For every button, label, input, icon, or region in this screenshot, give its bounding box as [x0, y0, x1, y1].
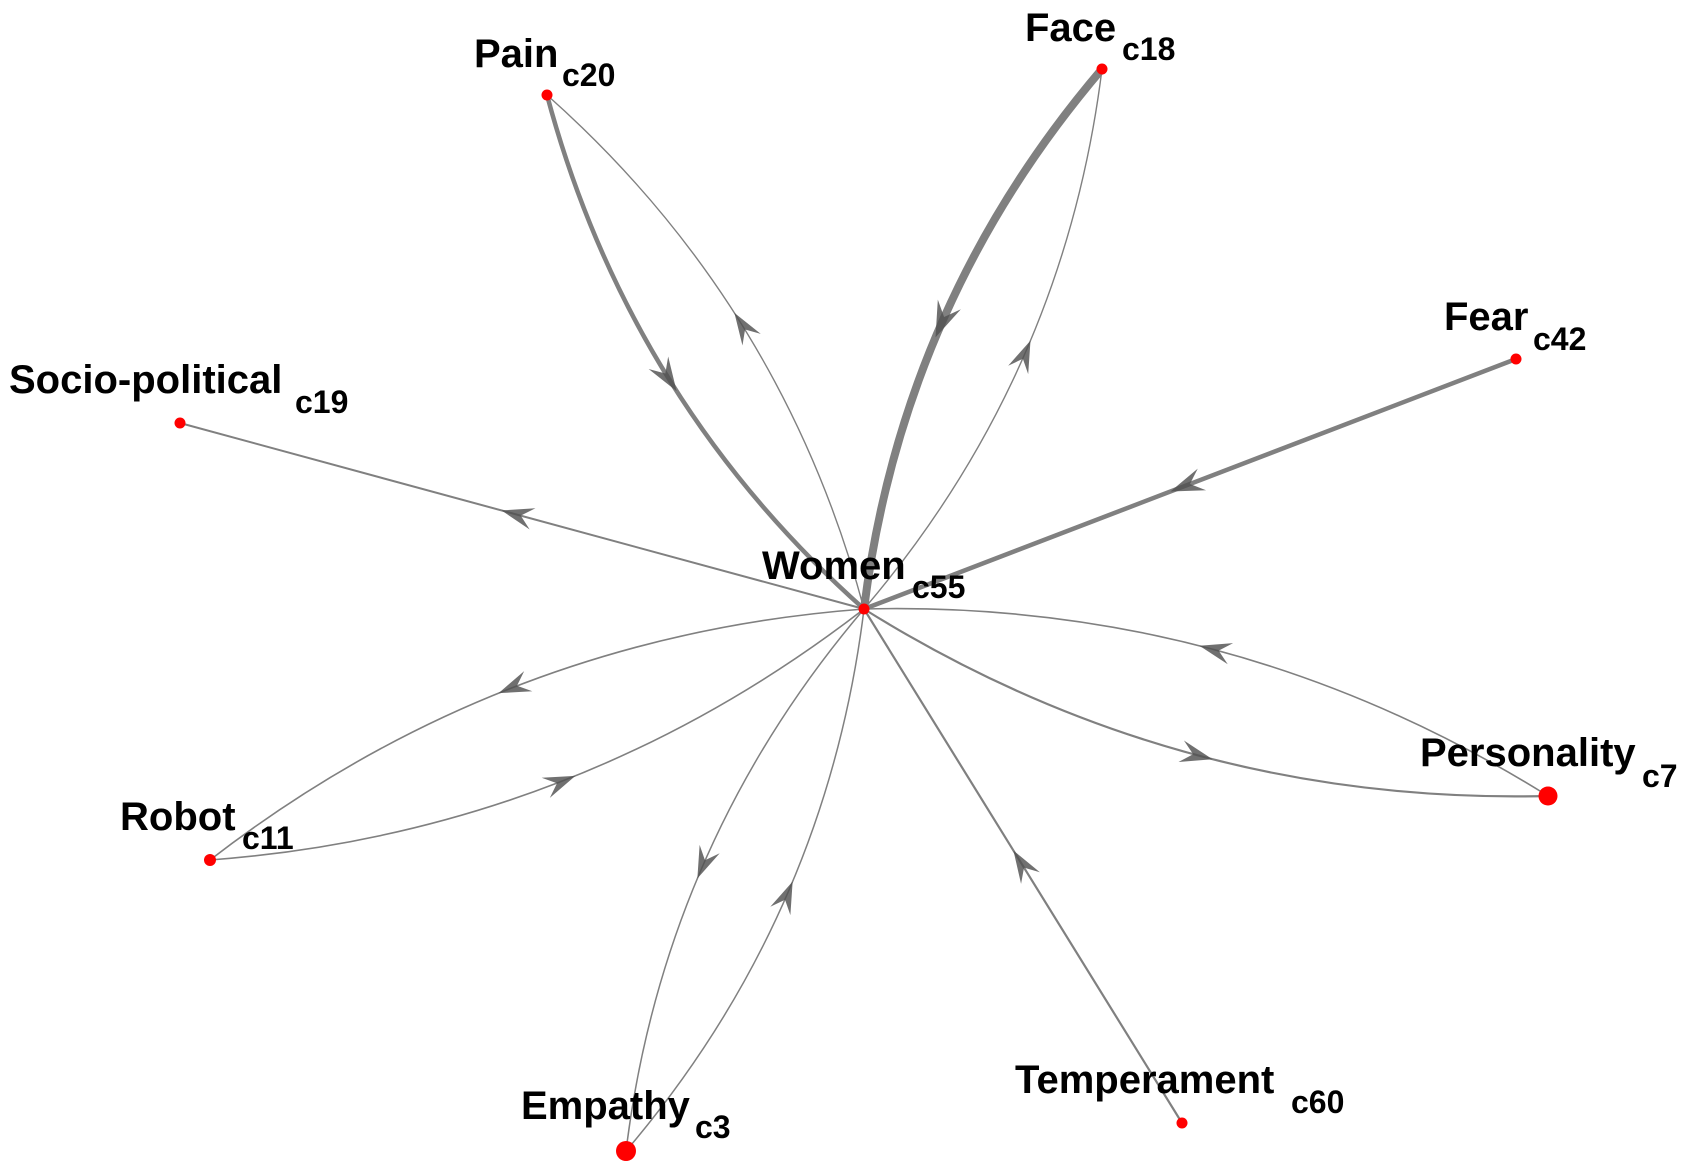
edge-face-to-women — [860, 65, 1106, 613]
node-empathy — [616, 1141, 636, 1161]
arrowhead-women-to-pain — [734, 312, 761, 346]
arrowhead-layer — [498, 299, 1234, 916]
node-fear — [1510, 353, 1522, 365]
label-personality-subscript: c7 — [1642, 758, 1678, 794]
label-temperament: Temperament — [1015, 1058, 1274, 1102]
arrowhead-fear-to-women — [1170, 468, 1207, 492]
label-women-subscript: c55 — [912, 569, 965, 605]
edge-women-to-pain — [546, 94, 865, 610]
arrowhead-women-to-robot — [498, 671, 533, 694]
edge-women-to-face — [863, 68, 1103, 610]
label-empathy: Empathy — [521, 1084, 691, 1128]
arrowhead-empathy-to-women — [770, 881, 793, 916]
label-layer: Women c55 Pain c20 Face c18 Fear c42 Soc… — [9, 6, 1678, 1145]
node-face — [1096, 63, 1108, 75]
node-layer — [174, 63, 1558, 1161]
label-robot-subscript: c11 — [242, 820, 294, 856]
label-socio-political-subscript: c19 — [295, 384, 348, 420]
label-personality: Personality — [1420, 731, 1636, 775]
node-temperament — [1176, 1117, 1188, 1129]
node-women — [858, 603, 870, 615]
arrowhead-women-to-empathy — [697, 844, 720, 879]
node-robot — [204, 854, 216, 866]
edge-women-to-robot — [209, 608, 865, 861]
arrowhead-face-to-women — [935, 299, 961, 338]
edge-women-to-personality — [862, 607, 1550, 798]
arrowhead-pain-to-women — [648, 356, 677, 392]
label-fear: Fear — [1444, 295, 1529, 339]
arrowhead-robot-to-women — [541, 775, 576, 798]
label-fear-subscript: c42 — [1533, 321, 1586, 357]
edge-robot-to-women — [209, 608, 865, 861]
edge-personality-to-women — [863, 607, 1549, 797]
arrowhead-women-to-socio-political — [501, 508, 536, 530]
node-personality — [1538, 786, 1558, 806]
label-empathy-subscript: c3 — [695, 1109, 731, 1145]
arrowhead-women-to-personality — [1178, 740, 1213, 762]
label-pain: Pain — [474, 32, 558, 76]
node-pain — [541, 89, 553, 101]
label-face: Face — [1025, 6, 1116, 50]
edge-fear-to-women — [861, 356, 1519, 612]
label-robot: Robot — [120, 795, 236, 839]
label-temperament-subscript: c60 — [1291, 1084, 1344, 1120]
label-face-subscript: c18 — [1122, 31, 1175, 67]
edge-pain-to-women — [544, 92, 867, 612]
label-socio-political: Socio-political — [9, 358, 282, 402]
arrowhead-temperament-to-women — [1013, 850, 1040, 884]
node-socio-political — [174, 417, 186, 429]
arrowhead-women-to-face — [1008, 340, 1031, 375]
label-pain-subscript: c20 — [562, 57, 615, 93]
edge-women-to-socio-political — [179, 422, 865, 610]
label-women: Women — [762, 544, 906, 588]
arrowhead-personality-to-women — [1199, 643, 1234, 665]
